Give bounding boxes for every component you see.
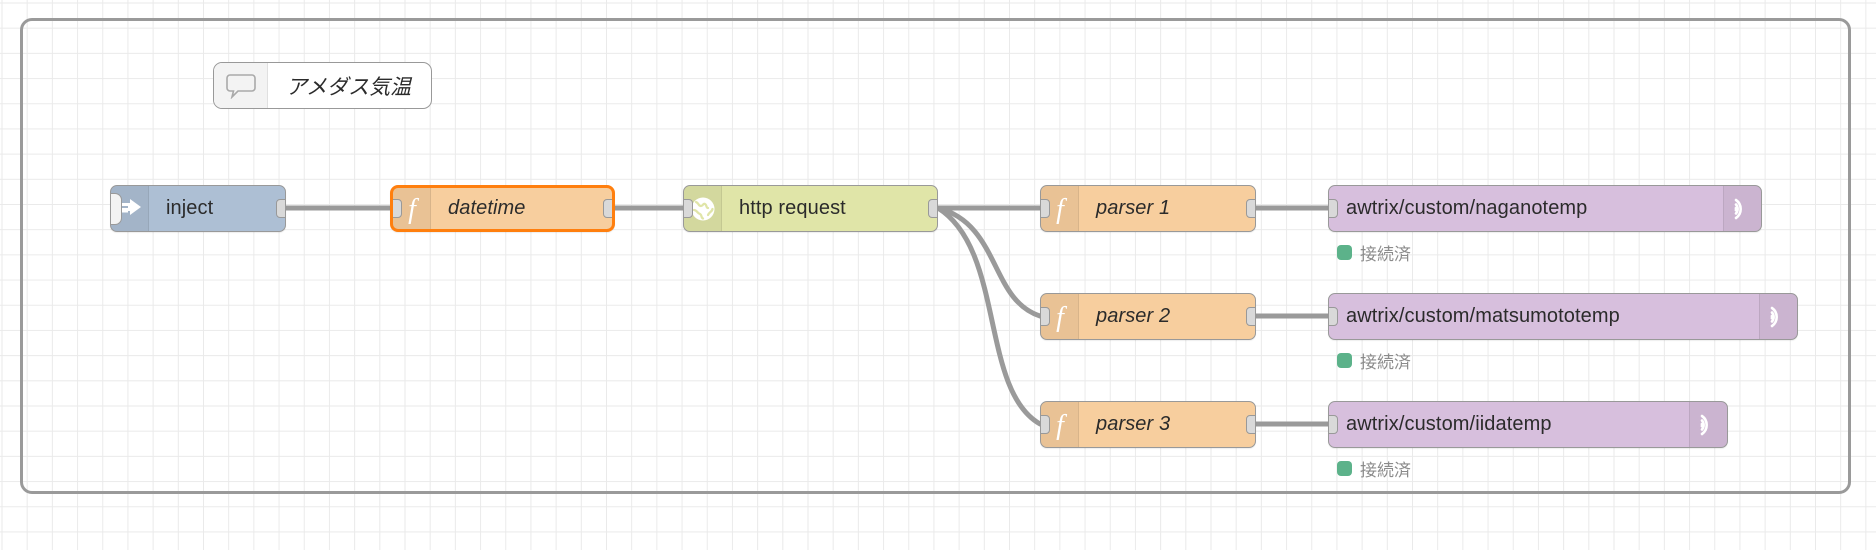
node-parser-3[interactable]: f parser 3	[1040, 401, 1256, 448]
parser-2-input-port[interactable]	[1041, 306, 1050, 326]
datetime-input-port[interactable]	[393, 198, 402, 218]
node-http-request[interactable]: http request	[683, 185, 938, 232]
mqtt-broadcast-icon	[1723, 186, 1761, 231]
status-text: 接続済	[1360, 245, 1411, 264]
node-inject[interactable]: inject	[110, 185, 286, 232]
node-parser-2-label: parser 2	[1096, 305, 1171, 327]
mqtt-broadcast-icon	[1689, 402, 1727, 447]
inject-output-port[interactable]	[276, 198, 285, 218]
mqtt-broadcast-icon	[1759, 294, 1797, 339]
parser-3-output-port[interactable]	[1246, 414, 1255, 434]
node-parser-1[interactable]: f parser 1	[1040, 185, 1256, 232]
parser-1-output-port[interactable]	[1246, 198, 1255, 218]
mqtt-out-3-input-port[interactable]	[1329, 414, 1338, 434]
comment-node[interactable]: アメダス気温	[213, 62, 432, 109]
node-mqtt-out-3-topic: awtrix/custom/iidatemp	[1346, 413, 1552, 435]
parser-2-output-port[interactable]	[1246, 306, 1255, 326]
svg-text:f: f	[1056, 194, 1067, 224]
status-text: 接続済	[1360, 353, 1411, 372]
node-mqtt-out-1-topic: awtrix/custom/naganotemp	[1346, 197, 1588, 219]
status-badge-mqtt-1: 接続済	[1337, 240, 1411, 265]
status-badge-mqtt-2: 接続済	[1337, 348, 1411, 373]
node-parser-1-label: parser 1	[1096, 197, 1171, 219]
http-request-output-port[interactable]	[928, 198, 937, 218]
comment-text: アメダス気温	[286, 75, 411, 99]
node-http-request-label: http request	[739, 197, 846, 219]
status-text: 接続済	[1360, 461, 1411, 480]
node-mqtt-out-2[interactable]: awtrix/custom/matsumototemp	[1328, 293, 1798, 340]
node-mqtt-out-3[interactable]: awtrix/custom/iidatemp	[1328, 401, 1728, 448]
node-datetime-label: datetime	[448, 197, 526, 219]
mqtt-out-2-input-port[interactable]	[1329, 306, 1338, 326]
svg-text:f: f	[1056, 410, 1067, 440]
node-datetime[interactable]: f datetime	[390, 185, 615, 232]
status-badge-mqtt-3: 接続済	[1337, 456, 1411, 481]
datetime-output-port[interactable]	[603, 198, 612, 218]
flow-group-frame[interactable]	[20, 18, 1851, 494]
mqtt-out-1-input-port[interactable]	[1329, 198, 1338, 218]
svg-text:f: f	[408, 194, 419, 224]
node-parser-2[interactable]: f parser 2	[1040, 293, 1256, 340]
inject-trigger-button[interactable]	[111, 192, 122, 225]
speech-bubble-icon	[214, 63, 268, 108]
status-indicator-dot	[1337, 461, 1352, 476]
node-parser-3-label: parser 3	[1096, 413, 1171, 435]
node-mqtt-out-2-topic: awtrix/custom/matsumototemp	[1346, 305, 1620, 327]
parser-1-input-port[interactable]	[1041, 198, 1050, 218]
function-icon: f	[1041, 402, 1079, 447]
status-indicator-dot	[1337, 245, 1352, 260]
parser-3-input-port[interactable]	[1041, 414, 1050, 434]
http-request-input-port[interactable]	[684, 198, 693, 218]
svg-text:f: f	[1056, 302, 1067, 332]
status-indicator-dot	[1337, 353, 1352, 368]
node-inject-label: inject	[166, 197, 214, 219]
node-mqtt-out-1[interactable]: awtrix/custom/naganotemp	[1328, 185, 1762, 232]
